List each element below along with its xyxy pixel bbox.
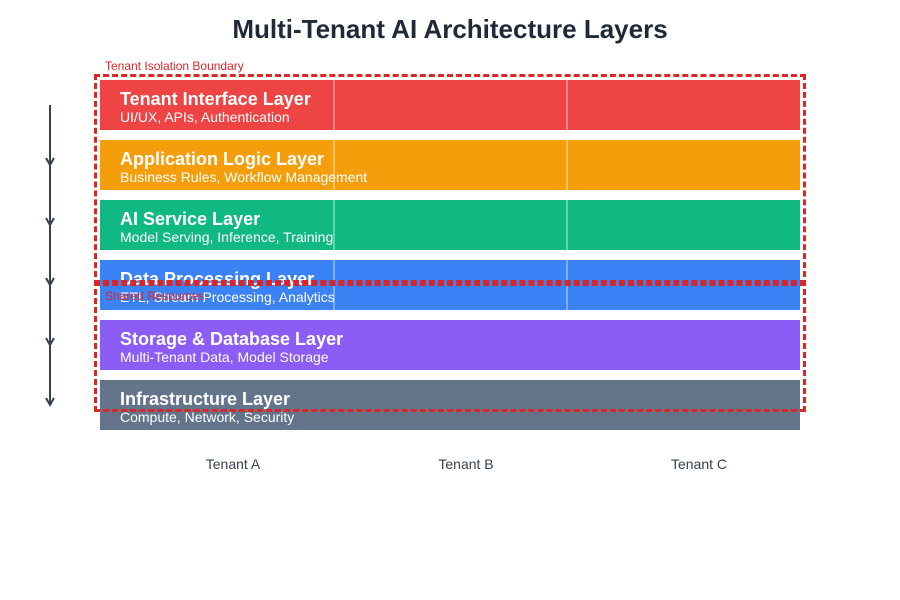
shared-resources-label: Shared Resources xyxy=(105,289,205,303)
tenant-label-b: Tenant B xyxy=(438,456,494,472)
tenant-isolation-boundary xyxy=(94,74,806,286)
layer-infrastructure: Infrastructure Layer Compute, Network, S… xyxy=(100,380,800,430)
layer-description: Compute, Network, Security xyxy=(120,409,295,425)
arrow-down-icon xyxy=(45,337,55,348)
diagram-title: Multi-Tenant AI Architecture Layers xyxy=(232,14,668,44)
layer-name: AI Service Layer xyxy=(120,209,261,229)
layer-name: Application Logic Layer xyxy=(120,149,325,169)
tenant-divider xyxy=(566,80,568,310)
layer-ai-service: AI Service Layer Model Serving, Inferenc… xyxy=(100,200,800,250)
layer-description: Model Serving, Inference, Training xyxy=(120,229,334,245)
tenant-label-c: Tenant C xyxy=(670,456,728,472)
tenant-isolation-label: Tenant Isolation Boundary xyxy=(105,59,244,73)
layer-description: ETL, Stream Processing, Analytics xyxy=(120,289,335,305)
layer-description: Multi-Tenant Data, Model Storage xyxy=(120,349,329,365)
layer-tenant-interface: Tenant Interface Layer UI/UX, APIs, Auth… xyxy=(100,80,800,130)
arrow-down-icon xyxy=(45,397,55,408)
tenant-divider xyxy=(333,80,335,310)
layer-storage-database: Storage & Database Layer Multi-Tenant Da… xyxy=(100,320,800,370)
arrow-down-icon xyxy=(45,217,55,228)
layer-name: Storage & Database Layer xyxy=(120,329,344,349)
arrow-down-icon xyxy=(45,277,55,288)
tenant-label-a: Tenant A xyxy=(205,456,261,472)
layer-description: UI/UX, APIs, Authentication xyxy=(120,109,290,125)
layer-name: Infrastructure Layer xyxy=(120,389,291,409)
layer-flow-arrows xyxy=(45,105,55,408)
layer-name: Tenant Interface Layer xyxy=(120,89,311,109)
arrow-down-icon xyxy=(45,157,55,168)
shared-resources-boundary xyxy=(94,280,806,412)
layer-application-logic: Application Logic Layer Business Rules, … xyxy=(100,140,800,190)
layer-description: Business Rules, Workflow Management xyxy=(120,169,368,185)
